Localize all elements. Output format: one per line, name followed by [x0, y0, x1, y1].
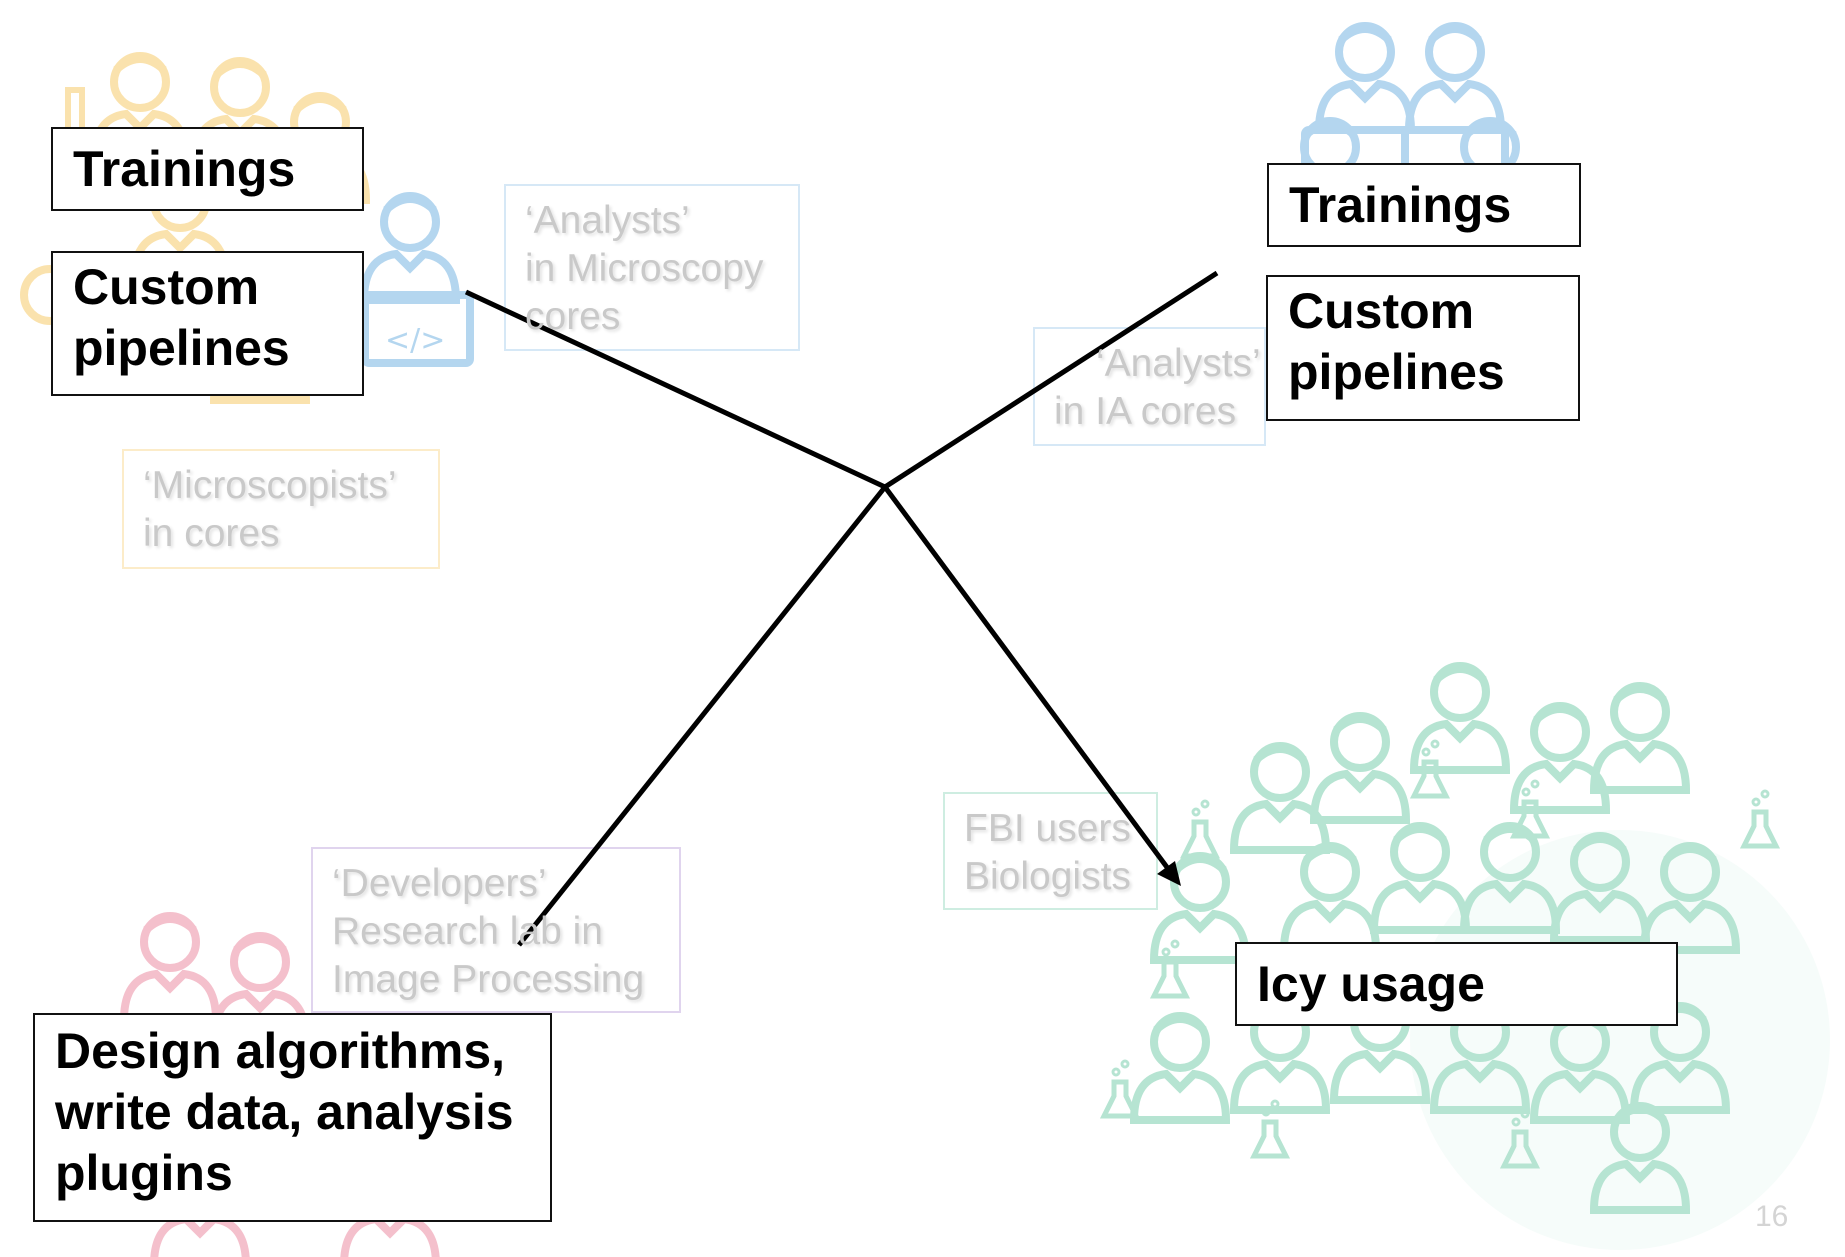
label-microscopists: ‘Microscopists’ in cores [123, 450, 439, 568]
biologist-person-icon [1104, 666, 1830, 1250]
box-top-right-custom-pipelines: Custom pipelines [1266, 275, 1580, 421]
label-analysts-microscopy: ‘Analysts’ in Microscopy cores [505, 185, 799, 350]
box-text: Design algorithms, [55, 1023, 506, 1079]
label-line: ‘Developers’ [332, 862, 547, 905]
box-text: Trainings [73, 141, 296, 197]
box-bottom-right-icy-usage: Icy usage [1235, 942, 1678, 1026]
box-text: pipelines [73, 320, 290, 376]
box-text: write data, analysis [55, 1084, 514, 1140]
box-text: Custom [73, 259, 260, 315]
box-top-left-trainings: Trainings [51, 127, 364, 211]
label-line: Image Processing [332, 958, 645, 1001]
label-line: in Microscopy [525, 247, 764, 290]
label-line: ‘Analysts’ [525, 199, 690, 242]
box-text: Trainings [1289, 177, 1512, 233]
box-text: plugins [55, 1145, 233, 1201]
label-line: Biologists [964, 855, 1131, 898]
label-line: Research lab in [332, 910, 603, 953]
label-fbi-users: FBI users Biologists [944, 793, 1157, 909]
page-number: 16 [1755, 1200, 1789, 1233]
label-line: cores [525, 295, 621, 338]
arrow-head [1157, 861, 1181, 886]
svg-text:</>: </> [385, 323, 445, 358]
box-top-right-trainings: Trainings [1267, 163, 1581, 247]
box-top-left-custom-pipelines: Custom pipelines [51, 251, 364, 396]
label-line: ‘Microscopists’ [143, 464, 397, 507]
box-text: Icy usage [1257, 956, 1485, 1012]
label-line: in IA cores [1054, 390, 1237, 433]
box-bottom-left-design: Design algorithms, write data, analysis … [33, 1013, 552, 1222]
label-line: in cores [143, 512, 280, 555]
box-text: Custom [1288, 283, 1475, 339]
label-line: ‘Analysts’ [1096, 342, 1261, 385]
label-line: FBI users [964, 807, 1131, 850]
laptop-code-icon [361, 291, 474, 367]
box-text: pipelines [1288, 344, 1505, 400]
label-analysts-ia: ‘Analysts’ in IA cores [1034, 328, 1265, 445]
analyst-person-icon: </> [361, 196, 474, 367]
connector-lines [464, 270, 1219, 947]
label-developers: ‘Developers’ Research lab in Image Proce… [312, 848, 680, 1012]
